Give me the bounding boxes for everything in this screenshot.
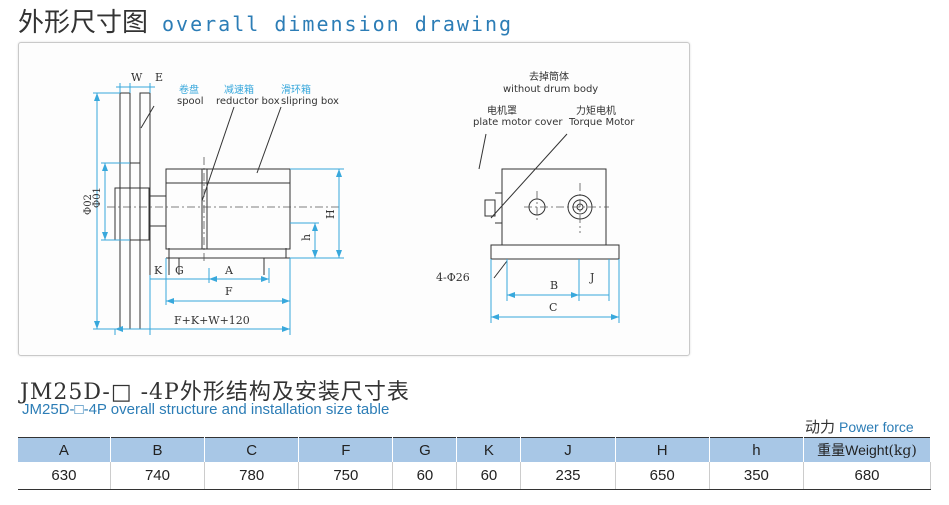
col-header-g: G [392,437,458,462]
table-header-row: A B C F G K J H h 重量Weight(kg) [18,437,931,462]
spool-hub [114,187,150,241]
cell-f: 750 [298,462,394,490]
weight-en: Weight [845,442,889,458]
title-cn: 外形尺寸图 [18,8,149,38]
dim-a: A [224,264,234,277]
label-cover-cn: 电机罩 [487,104,517,117]
motor-cover-plate [484,199,496,217]
col-header-h-lower: h [709,437,805,462]
label-drum-cn: 去掉筒体 [529,70,569,83]
col-header-h-upper: H [615,437,710,462]
power-en: Power force [839,419,914,435]
cell-k: 60 [456,462,522,490]
col-header-k: K [456,437,522,462]
label-torque-en: Torque Motor [568,117,635,128]
dim-g: G [175,264,184,277]
cell-weight: 680 [803,462,931,490]
col-header-f: F [298,437,394,462]
label-spool-en: spool [177,96,204,107]
dim-H: H [324,209,337,219]
dim-b: B [550,279,558,292]
dim-h: h [300,234,313,241]
weight-cn: 重量 [817,443,846,459]
dim-total: F+K+W+120 [174,314,250,327]
label-reducer-en: reductor box [216,96,280,107]
label-cover-en: plate motor cover [473,117,563,128]
label-torque-cn: 力矩电机 [576,104,616,117]
cell-a: 630 [18,462,111,490]
col-header-j: J [520,437,616,462]
dim-c: C [549,301,557,314]
dim-holes: 4-Φ26 [436,271,470,284]
cell-g: 60 [392,462,458,490]
col-header-b: B [110,437,206,462]
col-header-c: C [204,437,300,462]
dimension-drawing: W E Φ02 Φ01 K G A F F+K+W+120 h H B J C … [18,42,690,356]
cell-j: 235 [520,462,616,490]
cell-h-lower: 350 [709,462,805,490]
label-drum-en: without drum body [503,84,598,95]
col-header-a: A [18,437,111,462]
dim-k: K [154,264,163,277]
size-table: A B C F G K J H h 重量Weight(kg) 630 740 7… [18,437,931,490]
cell-c: 780 [204,462,300,490]
label-slipring-cn: 滑环箱 [281,83,311,96]
power-cn: 动力 [805,418,836,436]
dim-e: E [155,71,163,84]
dim-d2: Φ02 [83,194,94,215]
reducer-box [165,168,291,250]
dim-j: J [589,271,594,284]
dim-f: F [225,285,233,298]
label-spool-cn: 卷盘 [179,83,199,96]
dim-w: W [131,71,143,84]
table-title-en: JM25D-□-4P overall structure and install… [22,401,390,418]
shaft [149,195,167,227]
cell-h-upper: 650 [615,462,710,490]
col-header-weight: 重量Weight(kg) [803,437,931,462]
table-row: 630 740 780 750 60 60 235 650 350 680 [18,462,931,490]
cell-b: 740 [110,462,206,490]
label-reducer-cn: 减速箱 [224,83,254,96]
label-slipring-en: slipring box [281,96,339,107]
title-en: overall dimension drawing [162,12,514,36]
weight-unit: (kg) [888,443,917,459]
page-title: 外形尺寸图 overall dimension drawing [18,2,513,39]
table-title-cn: JM25D-□ -4P外形结构及安装尺寸表 [20,380,410,405]
side-base [490,244,620,260]
spool-flange-left [119,92,131,330]
dim-d1: Φ01 [92,187,103,208]
